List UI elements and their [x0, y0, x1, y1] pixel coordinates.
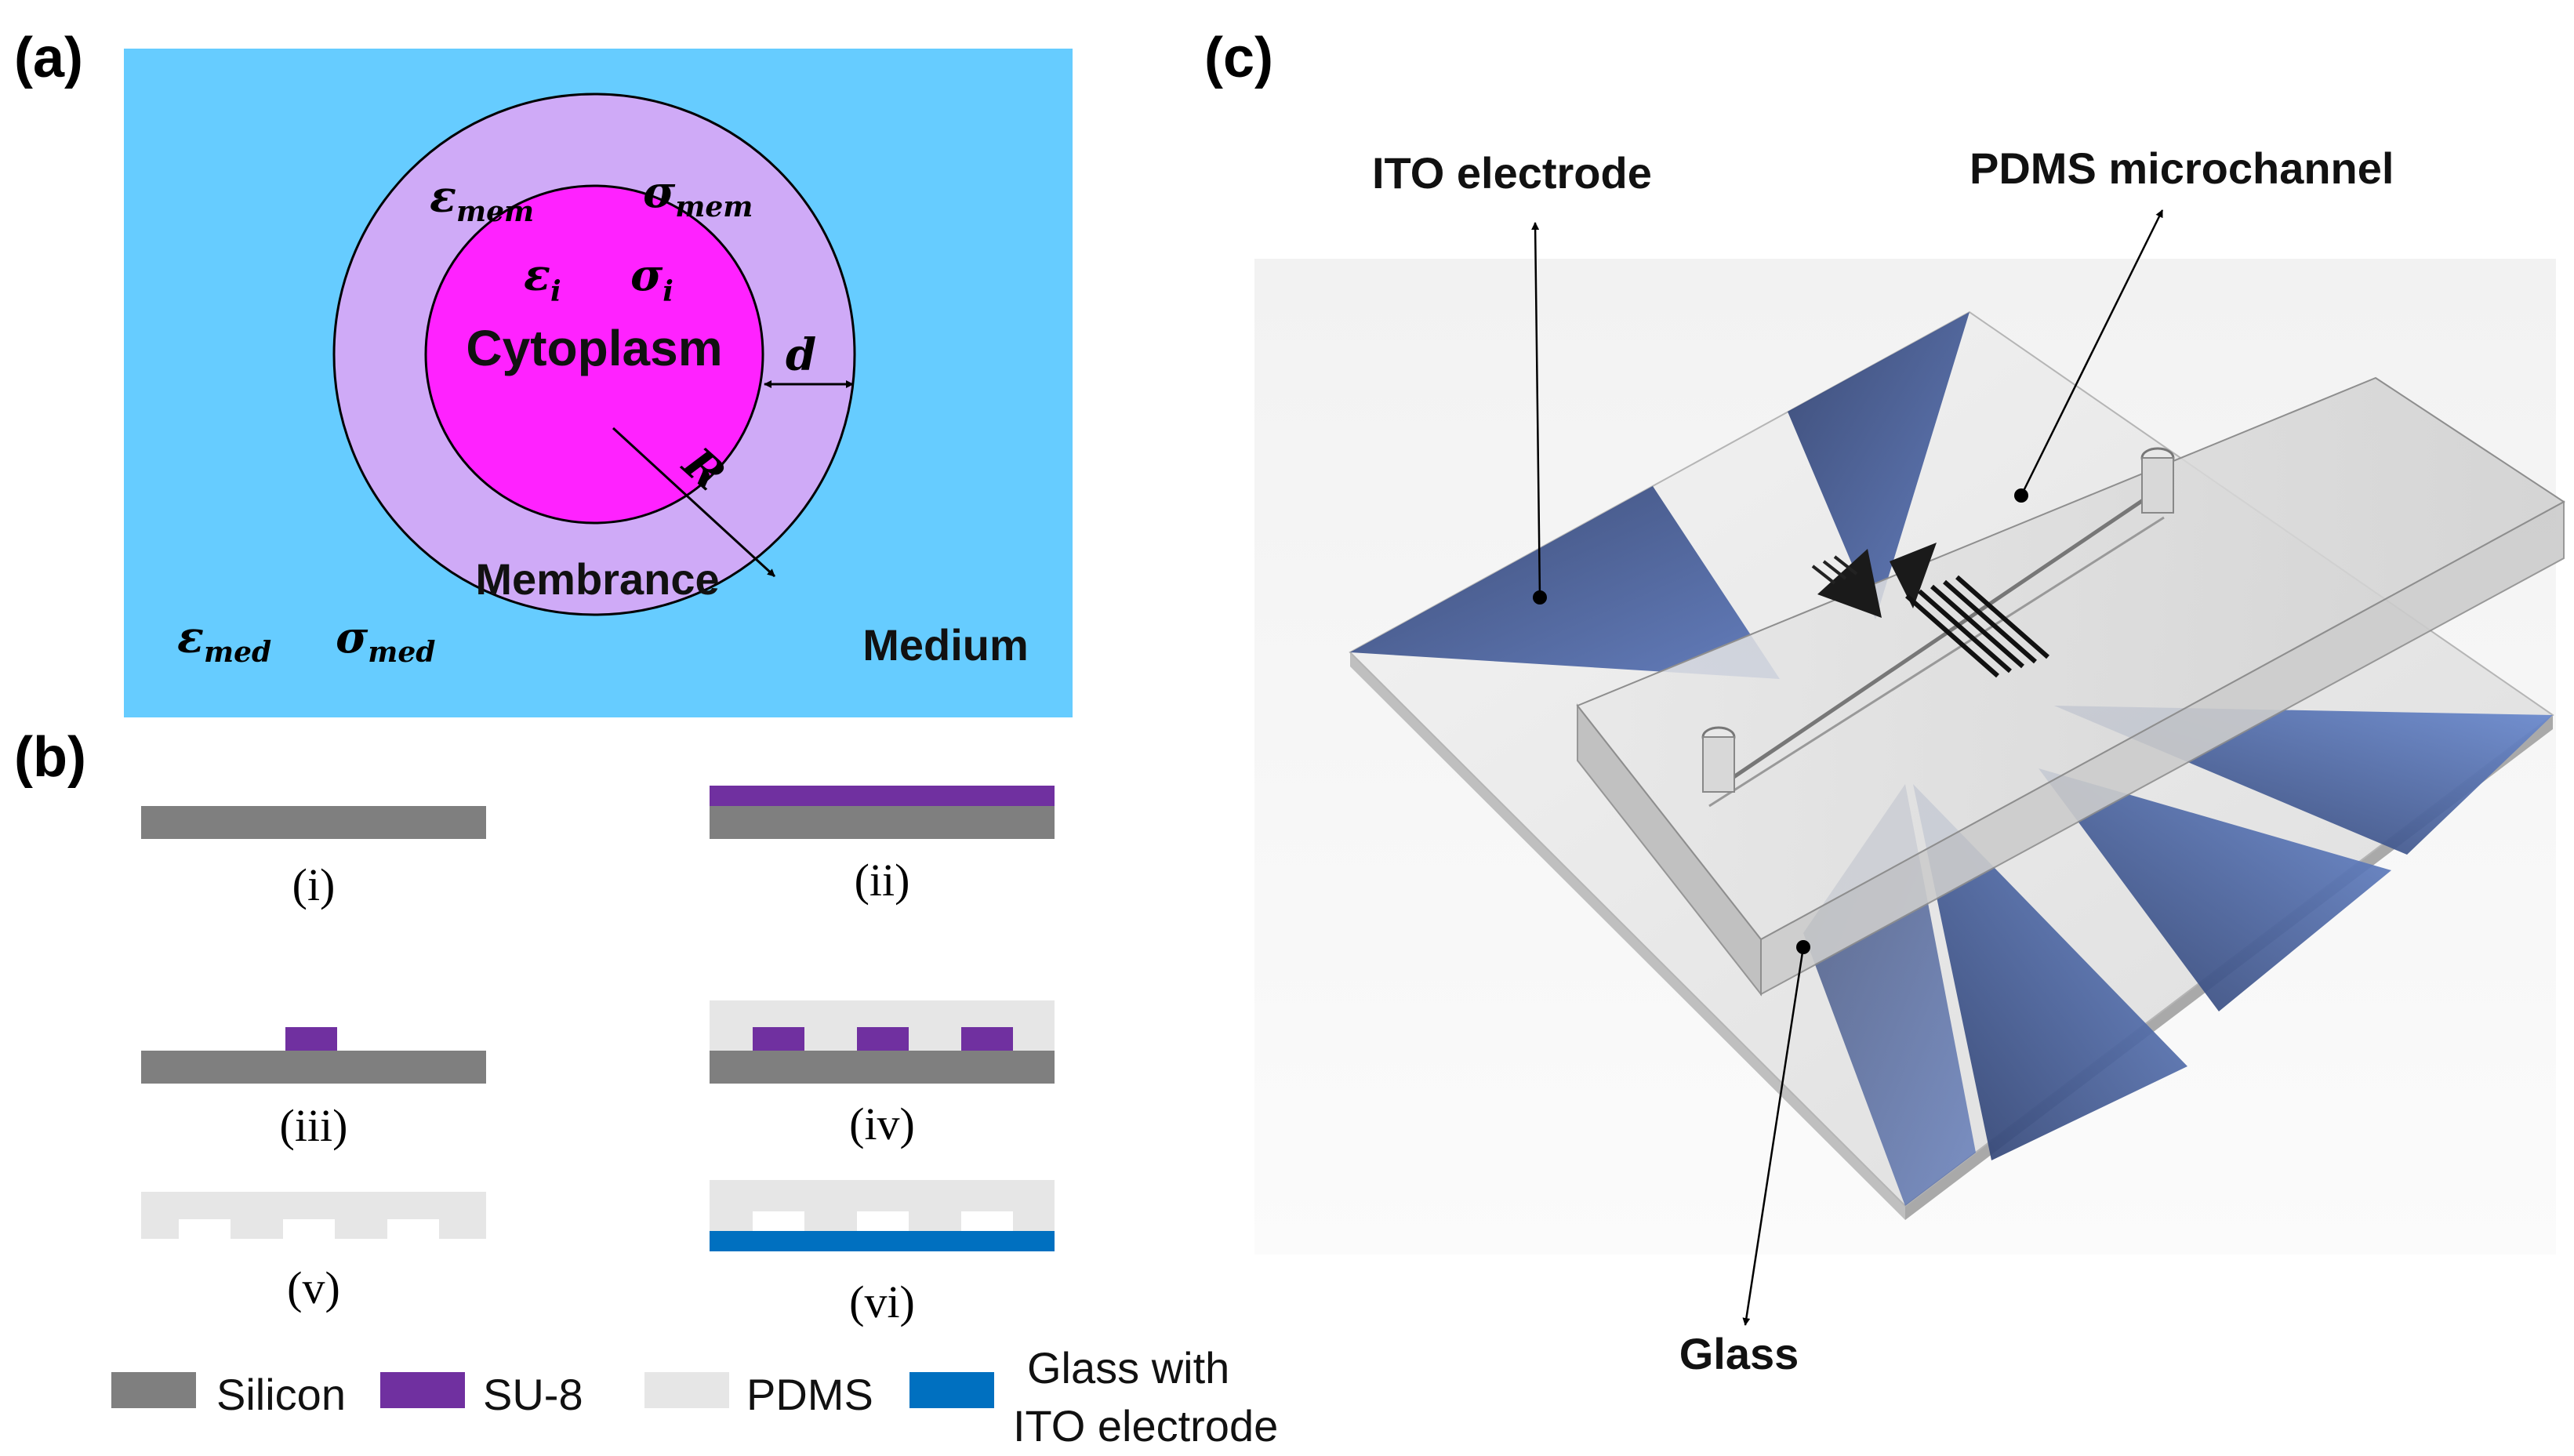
step-vi-diagram — [710, 1180, 1055, 1251]
pdms-block — [1576, 376, 2565, 941]
glass-label: Glass — [1679, 1329, 1799, 1378]
pdms-microchannel-leader — [2020, 209, 2164, 496]
panel-b-label: (b) — [14, 726, 86, 789]
sigma-med-symbol: σmed — [336, 612, 435, 669]
step-vi-label: (vi) — [849, 1276, 915, 1327]
legend-swatch-su8 — [380, 1372, 465, 1408]
step-v-label: (v) — [287, 1262, 340, 1313]
medium-label: Medium — [862, 620, 1029, 670]
glass-slide-edge — [1350, 652, 1905, 1220]
step-ii-label: (ii) — [855, 855, 910, 906]
legend-label-glass-line2: ITO electrode — [1013, 1401, 1278, 1451]
eps-i-symbol: εi — [524, 249, 561, 308]
sigma-mem-symbol: σmem — [643, 166, 753, 223]
step-v-diagram — [141, 1192, 486, 1239]
ito-electrode-leader — [1531, 222, 1541, 598]
electrode-tip-left — [1817, 549, 1882, 618]
legend-label-su8: SU-8 — [483, 1370, 583, 1419]
cytoplasm-label: Cytoplasm — [466, 320, 722, 376]
legend-label-pdms: PDMS — [746, 1370, 873, 1419]
interdigitated-fingers — [1905, 575, 2049, 678]
legend-swatch-glass-ito — [909, 1372, 994, 1408]
step-iv-label: (iv) — [849, 1098, 915, 1149]
panel-c-label: (c) — [1204, 27, 1273, 89]
panel-c: (c) — [1204, 27, 2565, 1378]
microchannel — [1722, 490, 2156, 786]
eps-med-symbol: εmed — [177, 612, 271, 669]
inlet-well-body — [1702, 736, 1735, 793]
step-ii-diagram — [710, 786, 1055, 839]
sigma-i-symbol: σi — [630, 249, 673, 308]
step-iv-diagram — [710, 1000, 1055, 1084]
membrane-label: Membrance — [475, 554, 719, 604]
legend: Silicon SU-8 PDMS Glass with ITO electro… — [111, 1343, 1278, 1451]
cytoplasm-core — [424, 184, 764, 525]
outlet-well-body — [2141, 457, 2174, 514]
glass-leader — [1742, 946, 1805, 1326]
step-iii-label: (iii) — [280, 1100, 348, 1151]
ito-electrodes — [1350, 312, 2553, 1206]
step-iii-diagram — [141, 1027, 486, 1084]
panel-a: (a) εmem σmem εi σi Cytoplasm d R Membra… — [14, 27, 1073, 717]
eps-mem-symbol: εmem — [430, 171, 534, 228]
electrode-tip-right — [1890, 543, 1937, 608]
step-i-diagram — [141, 806, 486, 839]
radius-arrow — [612, 427, 776, 578]
pdms-microchannel-label: PDMS microchannel — [1970, 143, 2394, 193]
small-fingers — [1811, 555, 1858, 585]
d-label: d — [786, 329, 816, 381]
panel-a-label: (a) — [14, 27, 83, 89]
panel-b: (b) (i) (ii) (iii) (iv) — [14, 726, 1278, 1451]
microchannel-lower — [1708, 516, 2165, 808]
legend-swatch-silicon — [111, 1372, 196, 1408]
ito-electrode-label: ITO electrode — [1372, 148, 1652, 198]
legend-label-glass-line1: Glass with — [1027, 1343, 1229, 1392]
legend-label-silicon: Silicon — [216, 1370, 346, 1419]
legend-swatch-pdms — [644, 1372, 729, 1408]
step-i-label: (i) — [292, 859, 336, 910]
